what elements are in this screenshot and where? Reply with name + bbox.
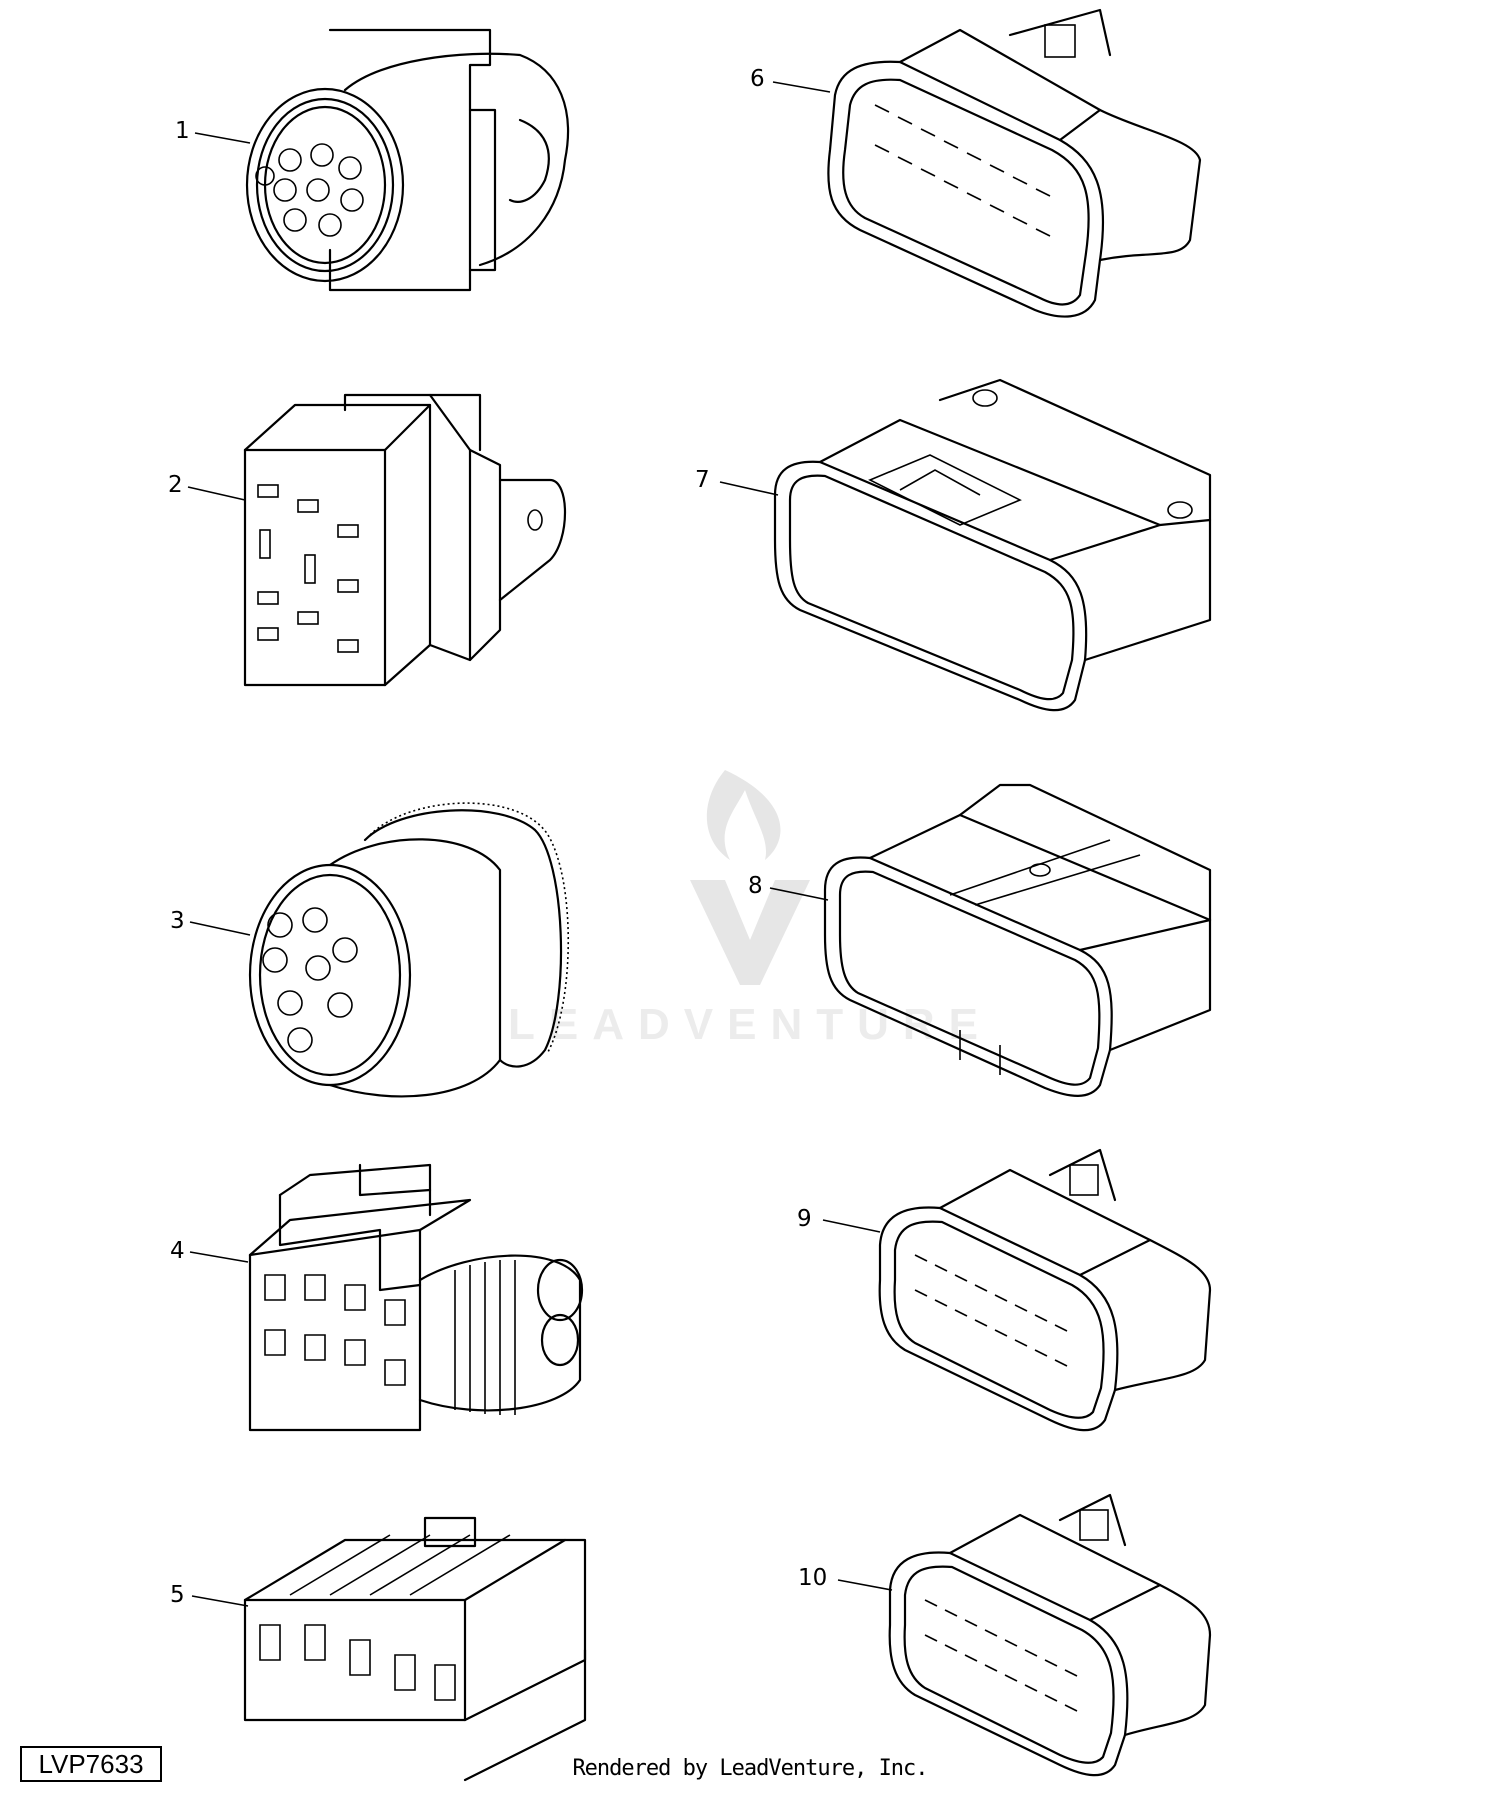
callout-8: 8 [748,873,763,899]
connector-5-drawing [243,1516,587,1782]
render-credit: Rendered by LeadVenture, Inc. [572,1756,928,1781]
connector-10-drawing [888,1493,1212,1777]
connector-8-drawing [823,783,1212,1097]
callout-10: 10 [798,1565,827,1591]
leader-lines [187,81,893,1607]
connector-7-drawing [773,378,1212,712]
connector-3-drawing [248,802,570,1098]
connector-6-drawing [827,8,1202,318]
callout-5: 5 [170,1582,185,1608]
callout-9: 9 [797,1206,812,1232]
watermark-logo [690,770,810,985]
callout-2: 2 [168,472,183,498]
callout-6: 6 [750,66,765,92]
connector-2-drawing [243,393,566,687]
callout-7: 7 [695,467,710,493]
diagram-id-label: LVP7633 [20,1746,162,1782]
connector-1-drawing [245,28,570,292]
callout-3: 3 [170,908,185,934]
watermark-text: LEADVENTURE [507,1000,993,1049]
connector-9-drawing [878,1148,1212,1432]
connector-4-drawing [248,1163,584,1432]
callout-4: 4 [170,1238,185,1264]
callout-1: 1 [175,118,190,144]
